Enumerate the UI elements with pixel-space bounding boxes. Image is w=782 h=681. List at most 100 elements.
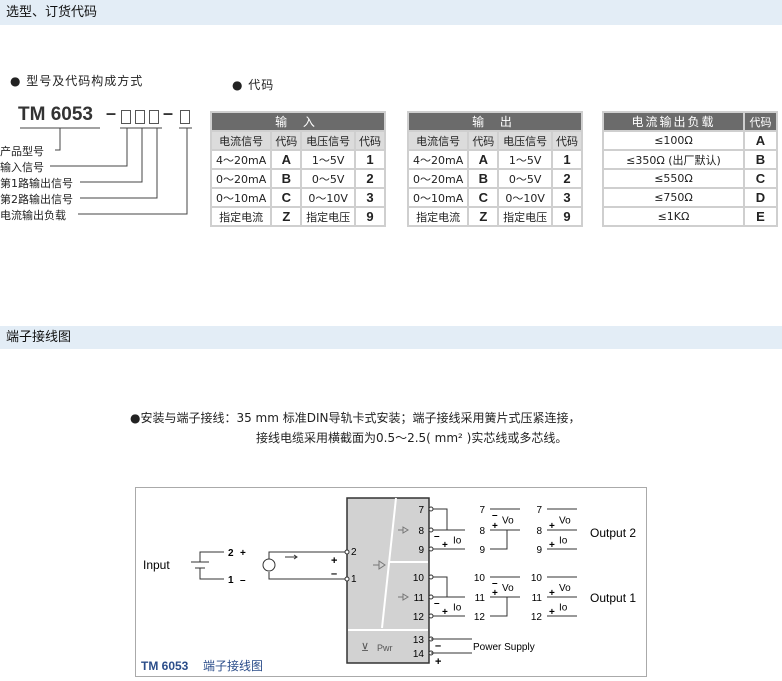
terminal-screw — [428, 527, 434, 533]
vo-label: Vo — [559, 516, 571, 527]
table-cell: A — [467, 149, 500, 170]
terminal-label: 13 — [413, 635, 425, 646]
caption-model: TM 6053 — [141, 659, 189, 673]
terminal-label: 8 — [536, 526, 542, 537]
table-cell: C — [743, 168, 778, 189]
column-header: 代码 — [353, 130, 387, 151]
table-cell: 2 — [353, 168, 387, 189]
terminal-label: 10 — [413, 573, 425, 584]
terminal-1: 1 — [351, 574, 357, 585]
output2-label: Output 2 — [590, 526, 636, 540]
model-connectors — [20, 127, 192, 215]
load-code-box — [180, 110, 190, 124]
table-cell: 0～20mA — [209, 168, 273, 189]
terminal-screw — [428, 574, 434, 580]
io-plus: + — [549, 607, 555, 618]
input-plus: + — [240, 548, 246, 559]
model-dash-2: – — [163, 103, 174, 123]
terminal-label: 10 — [531, 573, 543, 584]
table-cell: E — [743, 206, 778, 227]
table-cell: 指定电流 — [209, 206, 273, 227]
table-cell: B — [743, 149, 778, 170]
table-cell: 0～10V — [300, 187, 356, 208]
vo-minus: – — [492, 510, 498, 521]
label-input-signal: 输入信号 — [0, 161, 44, 174]
terminal-label: 12 — [413, 612, 425, 623]
label-output2-signal: 第2路输出信号 — [0, 193, 73, 206]
input-code-box — [121, 110, 131, 124]
column-header: 电压信号 — [300, 130, 356, 151]
source-plus: + — [331, 555, 337, 567]
input-minus: – — [240, 575, 246, 586]
table-cell: 4～20mA — [406, 149, 470, 170]
table-title: 输 出 — [407, 111, 583, 132]
table-cell: 2 — [550, 168, 584, 189]
model-name: TM 6053 — [18, 104, 93, 125]
vo-label: Vo — [502, 583, 514, 594]
terminal-label: 14 — [413, 649, 425, 660]
section-header-wiring: 端子接线图 — [0, 326, 782, 349]
label-output1-signal: 第1路输出信号 — [0, 177, 73, 190]
table-cell: 3 — [550, 187, 584, 208]
io-plus: + — [549, 540, 555, 551]
diagram-mark — [490, 530, 508, 550]
table-cell: 9 — [550, 206, 584, 227]
terminal-label: 7 — [479, 505, 485, 516]
table-cell: 1 — [550, 149, 584, 170]
terminal-label: 8 — [418, 526, 424, 537]
table-cell: 0～5V — [497, 168, 553, 189]
output2-code-box — [149, 110, 159, 124]
terminal-screw — [428, 506, 434, 512]
column-header: 电压信号 — [497, 130, 553, 151]
io-minus: – — [434, 531, 440, 542]
table-cell: ≤1KΩ — [602, 206, 745, 227]
table-cell: C — [270, 187, 303, 208]
column-header: 代码 — [743, 111, 778, 132]
io-plus: + — [442, 607, 448, 618]
terminal-screw — [428, 594, 434, 600]
isolation-arrows — [373, 526, 409, 601]
table-cell: D — [743, 187, 778, 208]
output1-code-box — [135, 110, 145, 124]
table-cell: A — [270, 149, 303, 170]
table-title: 输 入 — [210, 111, 386, 132]
terminal-label: 11 — [475, 593, 486, 604]
diagram-mark — [433, 508, 448, 530]
table-cell: 0～5V — [300, 168, 356, 189]
io-label: Io — [559, 536, 568, 547]
led-icon: ⊻ — [361, 642, 369, 654]
source-minus: – — [331, 568, 337, 580]
table-cell: 0～10mA — [406, 187, 470, 208]
install-note-line2: 接线电缆采用横截面为0.5～2.5( mm² )实芯线或多芯线。 — [256, 431, 568, 445]
column-header: 代码 — [270, 130, 303, 151]
table-cell: 1～5V — [300, 149, 356, 170]
input-terminal-1-label: 1 — [228, 575, 234, 586]
output1-label: Output 1 — [590, 591, 636, 605]
terminal-screw — [428, 613, 434, 619]
table-cell: Z — [270, 206, 303, 227]
io-minus: – — [434, 598, 440, 609]
terminal-label: 9 — [536, 545, 542, 556]
column-header: 电流信号 — [209, 130, 273, 151]
power-minus: – — [435, 640, 441, 652]
terminal-label: 10 — [474, 573, 486, 584]
label-product-model: 产品型号 — [0, 145, 44, 158]
power-supply-label: Power Supply — [473, 642, 535, 653]
table-cell: 4～20mA — [209, 149, 273, 170]
install-note-line1: ●安装与端子接线：35 mm 标准DIN导轨卡式安装；端子接线采用簧片式压紧连接… — [130, 411, 581, 425]
column-header: 代码 — [550, 130, 584, 151]
table-cell: ≤100Ω — [602, 130, 745, 151]
table-cell: 9 — [353, 206, 387, 227]
power-plus: + — [435, 656, 441, 668]
terminal-label: 12 — [531, 612, 543, 623]
